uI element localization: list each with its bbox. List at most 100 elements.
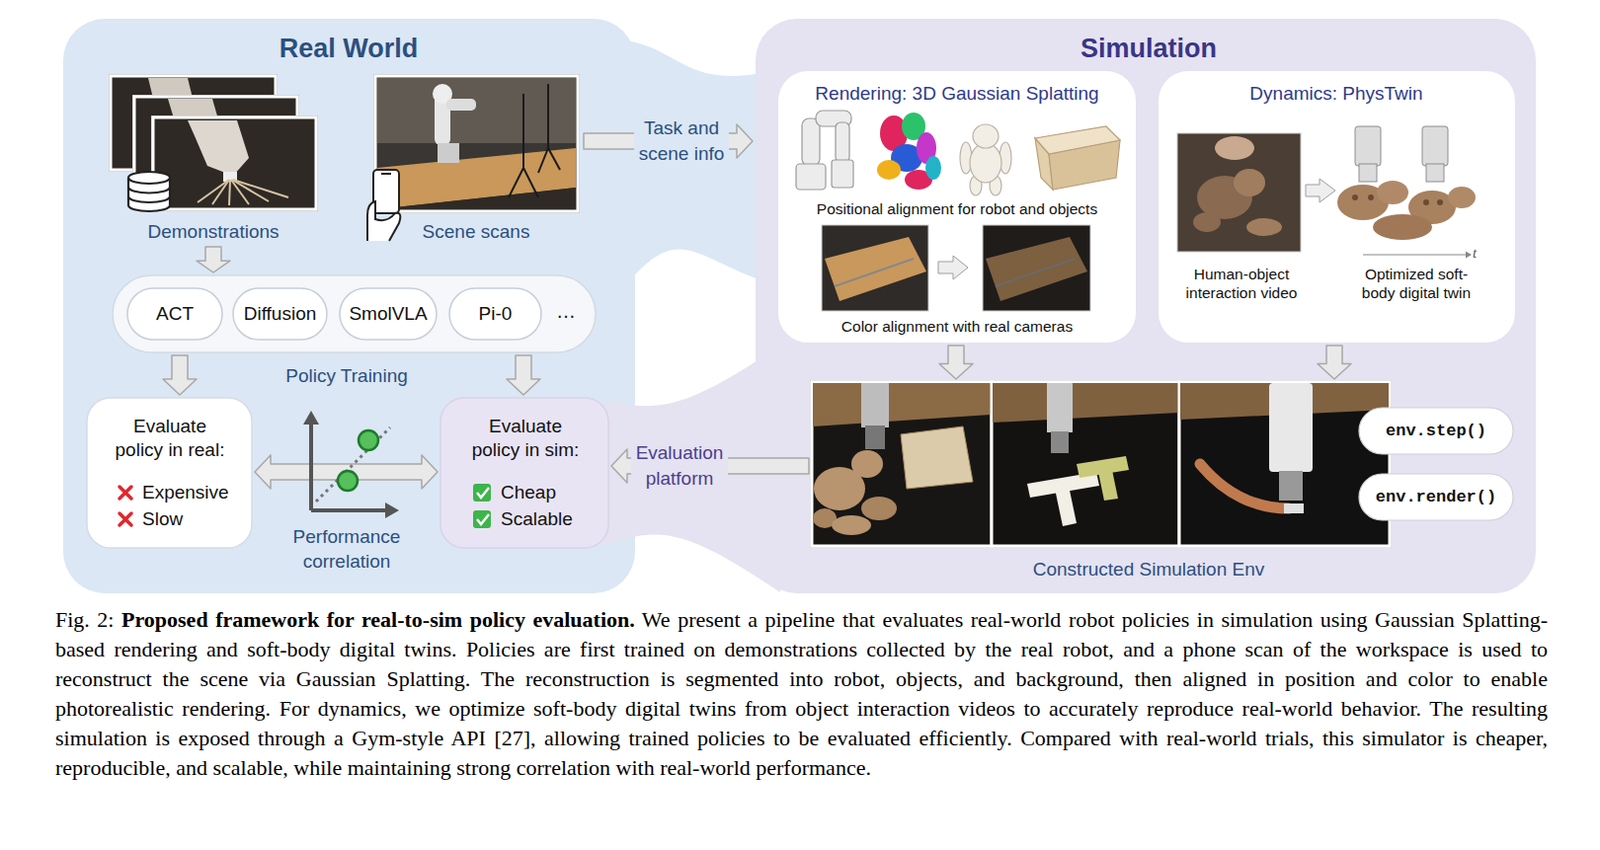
- model-pill-shape: [449, 288, 542, 340]
- api-pill-shape: [1359, 474, 1514, 521]
- free-label: Performance correlation: [272, 524, 421, 574]
- phone-scan-icon: [367, 169, 400, 241]
- simulation-env-photos: [1179, 382, 1390, 547]
- correlation-chart: [385, 502, 400, 519]
- block-arrow: [506, 355, 541, 396]
- digital-twin-render: [1355, 126, 1448, 182]
- node-text: Policy Training: [218, 365, 476, 388]
- model-pill: ACT: [127, 288, 223, 340]
- digital-twin-render: [1376, 180, 1409, 205]
- process-box: Dynamics: PhysTwinHuman-object interacti…: [1158, 71, 1516, 343]
- scene-scan-photo: [523, 167, 539, 198]
- caption-emphasis: Proposed framework for real-to-sim polic…: [121, 607, 636, 633]
- node-text: Pi-0: [479, 303, 513, 325]
- simulation-env-photos: [861, 496, 897, 521]
- interaction-video-photo: [1214, 136, 1255, 160]
- cross-mark: [119, 486, 132, 526]
- text-slot: Evaluate policy in sim:: [467, 414, 584, 463]
- demonstration-frames: [153, 117, 317, 210]
- correlation-chart: [309, 422, 314, 511]
- plush-splat: [969, 143, 1002, 183]
- simulation-env-photos: [991, 382, 1180, 547]
- digital-twin-render: [1372, 214, 1433, 240]
- digital-twin-render: [1367, 194, 1374, 201]
- text-slot: env.render(): [1359, 474, 1514, 521]
- simulation-env-photos: [1050, 431, 1069, 454]
- node-text: Real World: [185, 32, 512, 65]
- scene-scan-photo: [373, 74, 580, 214]
- model-pill-shape: [233, 288, 327, 340]
- text-slot: Fig. 2: Proposed framework for real-to-s…: [55, 605, 1548, 784]
- text-slot: Evaluate policy in real:: [111, 414, 229, 463]
- demonstration-frames: [229, 179, 231, 206]
- simulation-env-photos: [851, 450, 883, 479]
- model-pill: Pi-0: [449, 288, 542, 340]
- text-slot: …: [556, 300, 590, 323]
- simulation-env-photos: [811, 382, 992, 547]
- flow-arrow: [1305, 178, 1336, 203]
- eval-box: Evaluate policy in sim:CheapScalable: [440, 398, 609, 549]
- correlation-chart: [303, 410, 320, 425]
- text-slot: Expensive: [142, 481, 246, 504]
- robot-splat: [796, 110, 854, 190]
- cross-mark: [119, 486, 132, 499]
- digital-twin-render: [1352, 194, 1359, 201]
- digital-twin-render: [1337, 126, 1476, 240]
- demonstration-frames: [187, 120, 249, 176]
- scene-scan-photo: [377, 148, 576, 210]
- demonstration-frames: [212, 179, 230, 205]
- plush-splat: [960, 124, 1012, 196]
- text-slot: Human-object interaction video: [1172, 265, 1311, 303]
- text-slot: Color alignment with real cameras: [784, 318, 1130, 336]
- model-pill-shape: [339, 288, 437, 340]
- plush-splat: [972, 124, 999, 149]
- model-pill-shape: [127, 288, 223, 340]
- node-text: Slow: [142, 508, 246, 531]
- digital-twin-render: [1437, 199, 1443, 206]
- model-pill: SmolVLA: [339, 288, 437, 340]
- demonstration-frames: [108, 74, 319, 212]
- phone-scan-icon: [373, 169, 400, 214]
- node-text: Evaluate policy in real:: [111, 414, 229, 463]
- text-slot: env.step(): [1359, 407, 1514, 455]
- text-slot: Diffusion: [233, 288, 327, 340]
- robot-splat: [801, 118, 820, 166]
- node-text: Cheap: [500, 481, 600, 504]
- interaction-video-photo: [1177, 133, 1301, 252]
- model-pill-shape: [127, 288, 542, 340]
- scene-scan-photo: [508, 167, 524, 198]
- text-slot: Task and scene info: [634, 115, 729, 167]
- text-slot: Cheap: [500, 481, 600, 504]
- color-alignment-photos: [982, 225, 1091, 312]
- scene-scan-photo: [377, 78, 576, 144]
- database-icon: [128, 171, 170, 212]
- basket-splat: [1035, 126, 1120, 190]
- text-slot: ACT: [127, 288, 223, 340]
- interaction-video-photo: [1193, 212, 1221, 233]
- color-alignment-photos: [938, 255, 968, 280]
- text-slot: Simulation: [985, 32, 1312, 65]
- text-slot: Evaluation platform: [631, 440, 728, 492]
- segmented-splats: [877, 160, 901, 180]
- node-text: env.render(): [1375, 487, 1497, 508]
- image-group: Demonstrations: [106, 74, 321, 244]
- simulation-env-photos: [1269, 383, 1313, 473]
- rendering-box-shape: [778, 71, 1136, 343]
- api-pill-shape: [1359, 407, 1514, 521]
- color-alignment-photos: [995, 258, 1075, 287]
- node-text: Rendering: 3D Gaussian Splatting: [784, 82, 1130, 105]
- color-alignment-photos: [985, 237, 1088, 302]
- panel: SimulationRendering: 3D Gaussian Splatti…: [755, 18, 1536, 594]
- interaction-video-photo: [1177, 133, 1301, 252]
- scene-scan-photo: [508, 83, 560, 198]
- node-text: Demonstrations: [107, 221, 320, 243]
- simulation-env-photos: [1098, 470, 1119, 501]
- edge-label: Evaluation platform: [631, 440, 728, 492]
- node-text: Evaluate policy in sim:: [467, 414, 584, 463]
- node-text: Diffusion: [243, 303, 318, 325]
- demonstration-frames: [151, 115, 319, 212]
